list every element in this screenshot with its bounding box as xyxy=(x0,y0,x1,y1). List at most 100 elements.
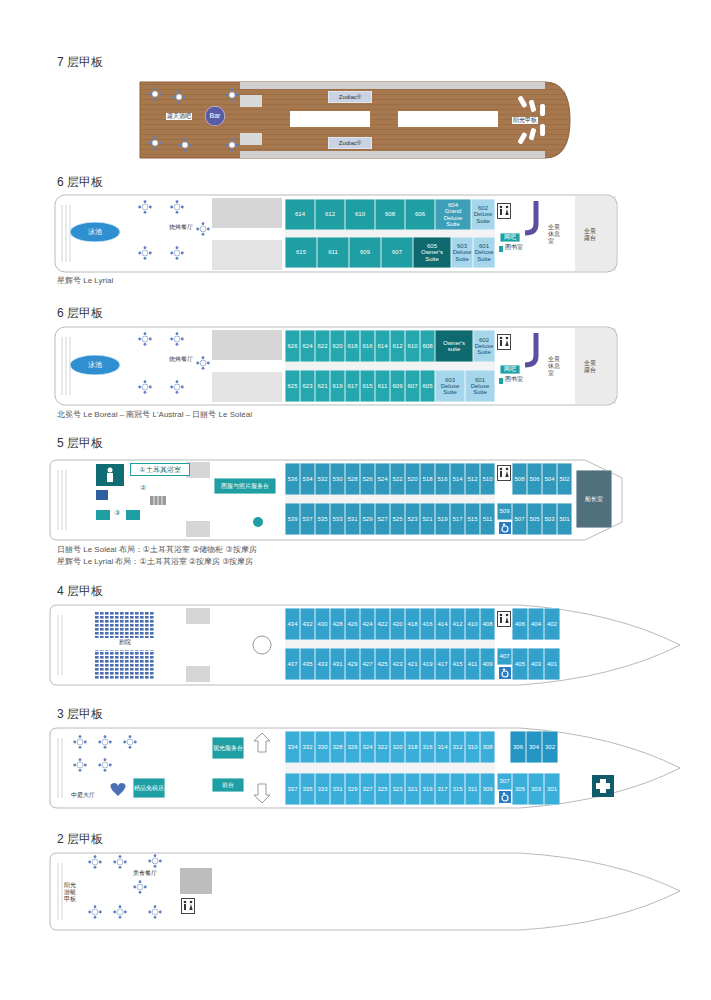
node-label: 405 xyxy=(515,661,525,667)
node-label: ①土耳其浴室 xyxy=(139,466,180,473)
deck7-outline xyxy=(240,95,262,107)
area-label: 露天酒吧 xyxy=(166,113,192,120)
deck2-outline xyxy=(88,905,101,918)
cabin-box: 611 xyxy=(317,237,349,268)
cabin-box: 615 xyxy=(360,370,375,402)
node-label: 424 xyxy=(362,621,372,627)
node-label: 观光服务台 xyxy=(213,745,243,751)
deck5-outline xyxy=(154,496,162,505)
node-label: 428 xyxy=(332,621,342,627)
node-label: 610 xyxy=(355,211,365,217)
cabin-box: 407 xyxy=(497,648,512,665)
area-label: 阳光游艇甲板 xyxy=(64,882,77,903)
node-label: 307 xyxy=(499,778,509,784)
node-label: 537 xyxy=(302,516,312,522)
deck6-lyrial-outline xyxy=(525,201,536,233)
cabin-box: 521 xyxy=(420,503,435,535)
cabin-box: 607 xyxy=(405,370,420,402)
node-label: 529 xyxy=(362,516,372,522)
cabin-box: 435 xyxy=(300,648,315,680)
deck6-lyrial-outline xyxy=(498,204,511,219)
cabin-box: 312 xyxy=(450,731,465,763)
cabin-box: 403 xyxy=(528,648,544,680)
node-label: 321 xyxy=(407,786,417,792)
cabin-box: 527 xyxy=(375,503,390,535)
node-label: 306 xyxy=(513,744,523,750)
shop-box: 精品免税店 xyxy=(133,778,165,798)
deck6-lyrial-outline xyxy=(55,195,617,272)
deck5-outline xyxy=(58,470,66,530)
node-label: 330 xyxy=(317,744,327,750)
deck2-outline xyxy=(182,899,195,914)
ship-caption: 北冕号 Le Boréal – 南冠号 L'Austral – 日丽号 Le S… xyxy=(57,410,252,419)
cabin-box: 511 xyxy=(480,503,495,535)
deck5-outline xyxy=(50,460,622,540)
deck6-lyrial-outline xyxy=(285,230,495,237)
node-label: Zodiac® xyxy=(339,140,361,146)
deck6-boreal-outline xyxy=(170,380,183,393)
node-label: 泳池 xyxy=(88,361,102,368)
cabin-box: 317 xyxy=(435,773,450,805)
suite-box: 601Deluxe Suite xyxy=(473,237,495,268)
node-label: 310 xyxy=(467,744,477,750)
suite-box: Owner's suite xyxy=(435,330,473,362)
deck5-outline xyxy=(285,495,495,503)
cabin-box: 530 xyxy=(330,463,345,495)
deck7-outline xyxy=(240,133,262,145)
node-label: 519 xyxy=(437,516,447,522)
node-label: 539 xyxy=(287,516,297,522)
node-label: 435 xyxy=(302,661,312,667)
cabin-box: 401 xyxy=(544,648,560,680)
cabin-box: 534 xyxy=(300,463,315,495)
deck4-outline xyxy=(498,612,511,627)
deck-title: 2 层甲板 xyxy=(57,833,103,847)
node-label: 323 xyxy=(392,786,402,792)
cabin-box: 308 xyxy=(480,731,495,763)
node-label: 623 xyxy=(302,383,312,389)
internet-box: 网吧 xyxy=(500,365,520,374)
deck6-lyrial-outline xyxy=(138,246,151,259)
cabin-box: 409 xyxy=(480,648,495,680)
suite-box: 603Deluxe Suite xyxy=(451,237,473,268)
node-label: 625 xyxy=(287,383,297,389)
cabin-box: 321 xyxy=(405,773,420,805)
node-label: 326 xyxy=(347,744,357,750)
internet-box: 网吧 xyxy=(500,233,520,242)
node-label: 304 xyxy=(529,744,539,750)
cabin-box: 510 xyxy=(480,463,495,495)
node-label: 426 xyxy=(347,621,357,627)
cabin-box: 412 xyxy=(450,608,465,640)
cabin-box: 529 xyxy=(360,503,375,535)
node-label: 327 xyxy=(362,786,372,792)
node-label: 621 xyxy=(317,383,327,389)
node-label: 302 xyxy=(545,744,555,750)
cabin-box: 327 xyxy=(360,773,375,805)
area-label: 烧烤餐厅 xyxy=(168,356,194,363)
deck3-outline xyxy=(73,735,86,748)
deck4-outline xyxy=(285,640,495,648)
node-label: 605 xyxy=(422,383,432,389)
deck7-furniture xyxy=(540,104,545,116)
deck2-outline xyxy=(50,853,680,930)
ship-caption: 日丽号 Le Soléal 布局：①土耳其浴室 ②储物柜 ③按摩房 xyxy=(57,545,257,554)
node-label: 301 xyxy=(547,786,557,792)
deck6-lyrial-outline xyxy=(196,222,209,235)
cabin-box: 512 xyxy=(465,463,480,495)
deck7-furniture xyxy=(529,99,537,112)
cabin-box: 539 xyxy=(285,503,300,535)
area-label: 烧烤餐厅 xyxy=(168,224,194,231)
node-label: 430 xyxy=(317,621,327,627)
deck-title: 4 层甲板 xyxy=(57,585,103,599)
deck6-lyrial-outline xyxy=(138,200,151,213)
deck2-outline xyxy=(180,868,212,894)
cabin-box: 316 xyxy=(420,731,435,763)
area-label: ② xyxy=(140,484,146,492)
cabin-box: 315 xyxy=(450,773,465,805)
suite-box: 602Deluxe Suite xyxy=(473,330,495,362)
deck4-outline xyxy=(95,612,155,638)
deck7-outline xyxy=(240,82,545,89)
node-label: 509 xyxy=(499,508,509,514)
deck6-lyrial-outline xyxy=(62,205,70,262)
node-label: 512 xyxy=(467,476,477,482)
suite-box: 605Owner's Suite xyxy=(413,237,451,268)
